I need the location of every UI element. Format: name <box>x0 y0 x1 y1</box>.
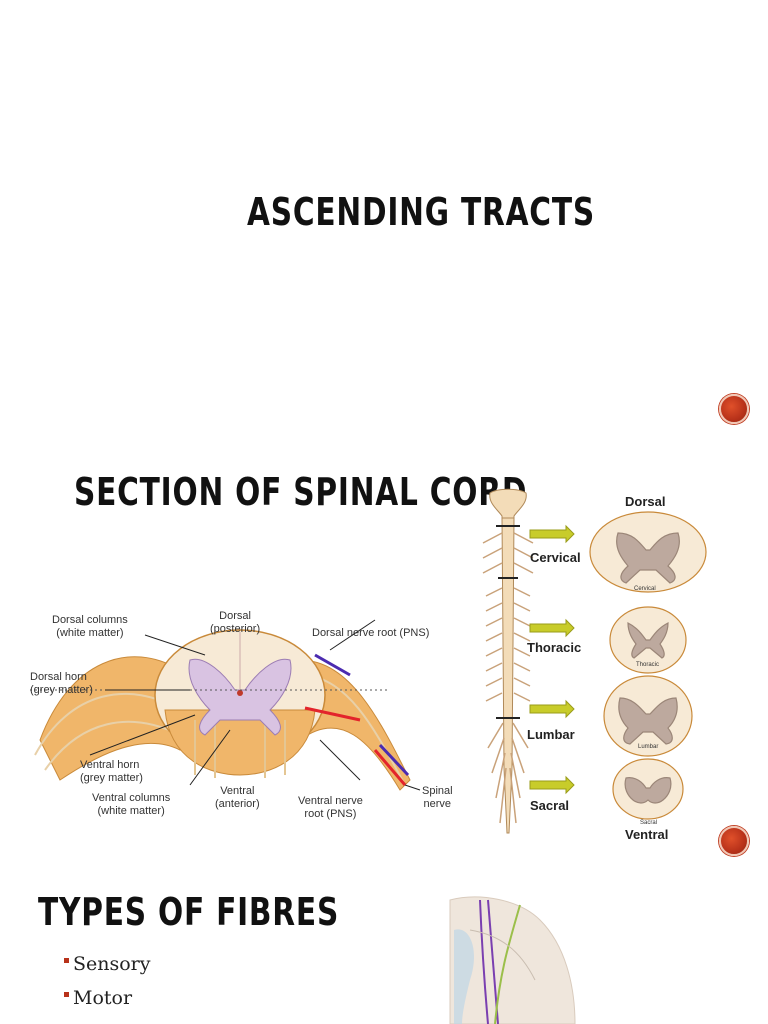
label-dorsal-nerve-root: Dorsal nerve root (PNS) <box>312 627 430 639</box>
label-ventral: Ventral (anterior) <box>215 785 260 810</box>
label-ventral-heading: Ventral <box>625 827 669 842</box>
caption-sacral: Sacral <box>640 820 658 826</box>
segment-label-cervical: Cervical <box>530 550 581 565</box>
slide-bullet-icon <box>719 826 749 856</box>
spinal-segments-diagram <box>482 488 707 834</box>
bullet-text: Motor <box>73 987 133 1009</box>
slide-3: TYPES OF FIBRES Sensory Motor <box>0 860 768 1024</box>
label-dorsal-heading: Dorsal <box>625 494 666 509</box>
bullet-item: Sensory <box>64 953 151 975</box>
square-bullet-icon <box>64 992 69 997</box>
segment-label-lumbar: Lumbar <box>527 727 575 742</box>
slide-2: SECTION OF SPINAL CORD Dorsal columns (w… <box>0 440 768 860</box>
slide-1: ASCENDING TRACTS <box>0 0 768 440</box>
bullet-text: Sensory <box>73 953 151 975</box>
slide-title: TYPES OF FIBRES <box>38 890 340 934</box>
label-ventral-nerve-root: Ventral nerve root (PNS) <box>298 795 363 820</box>
slide-title: ASCENDING TRACTS <box>247 190 595 234</box>
brain-section-image <box>449 896 576 1024</box>
label-dorsal: Dorsal (posterior) <box>210 610 261 635</box>
spinal-cord-cross-section-diagram <box>30 619 421 791</box>
label-dorsal-horn: Dorsal horn (grey matter) <box>30 671 93 696</box>
caption-cervical: Cervical <box>634 586 656 592</box>
label-ventral-horn: Ventral horn (grey matter) <box>80 759 143 784</box>
bullet-item: Motor <box>64 987 132 1009</box>
square-bullet-icon <box>64 958 69 963</box>
label-spinal-nerve: Spinal nerve <box>422 785 453 810</box>
caption-thoracic: Thoracic <box>636 662 660 668</box>
label-dorsal-columns: Dorsal columns (white matter) <box>52 614 128 639</box>
slide-title: SECTION OF SPINAL CORD <box>74 470 528 514</box>
segment-label-sacral: Sacral <box>530 798 570 813</box>
caption-lumbar: Lumbar <box>638 744 659 750</box>
segment-label-thoracic: Thoracic <box>527 640 582 655</box>
label-ventral-columns: Ventral columns (white matter) <box>92 792 171 817</box>
slide-bullet-icon <box>719 394 749 424</box>
